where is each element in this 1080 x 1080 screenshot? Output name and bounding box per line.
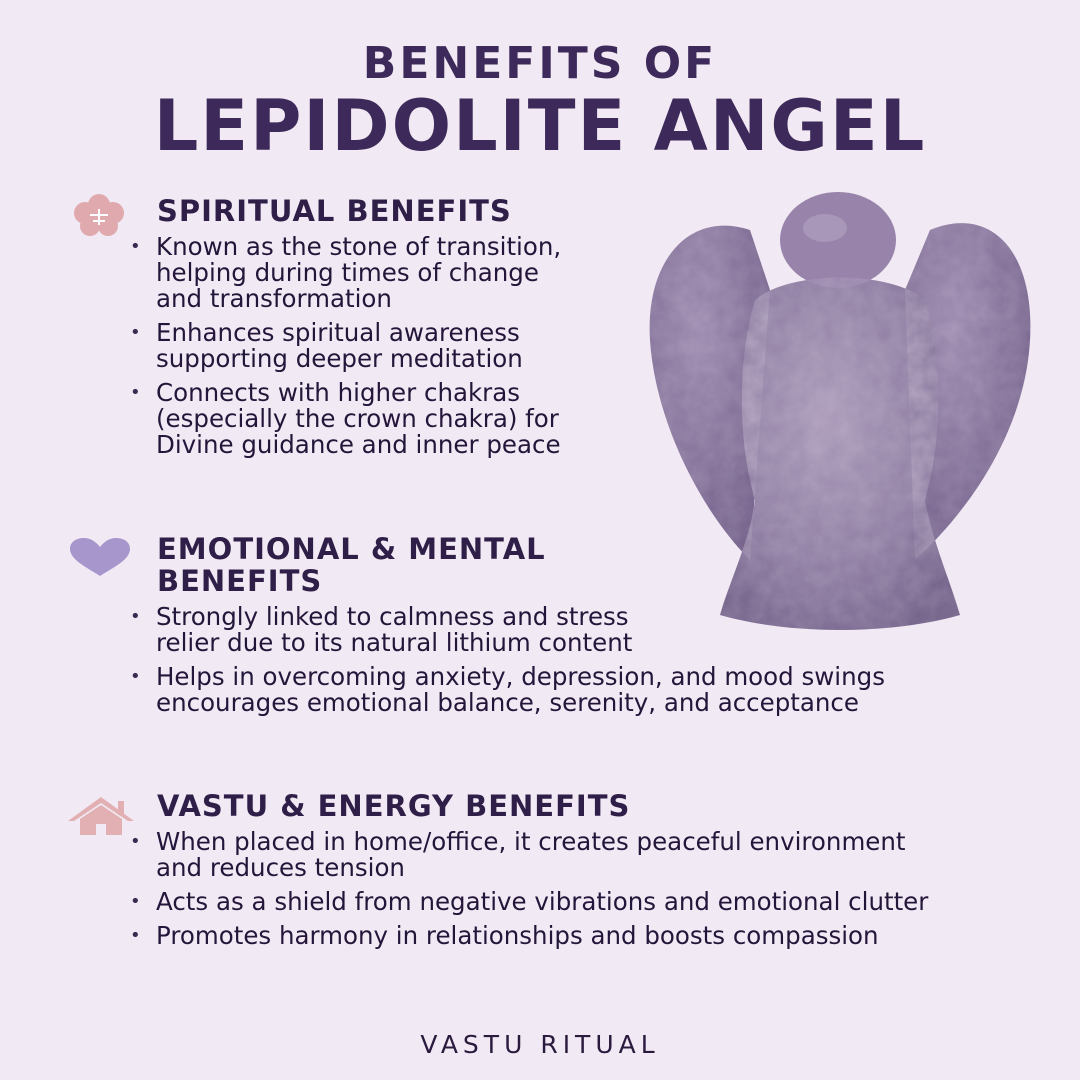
lepidolite-angel-image bbox=[640, 190, 1040, 654]
section-heading-line-2: BENEFITS bbox=[157, 564, 323, 598]
section-heading: SPIRITUAL BENEFITS bbox=[157, 194, 512, 228]
title-line-2: LEPIDOLITE ANGEL bbox=[153, 85, 927, 167]
bullet-item: When placed in home/office, it creates p… bbox=[128, 829, 948, 881]
bullet-list: Strongly linked to calmness and stress r… bbox=[128, 604, 885, 724]
bullet-item: Connects with higher chakras (especially… bbox=[128, 380, 568, 458]
bullet-item: Acts as a shield from negative vibration… bbox=[128, 889, 948, 916]
section-heading: VASTU & ENERGY BENEFITS bbox=[157, 789, 631, 823]
footer-brand: VASTU RITUAL bbox=[420, 1030, 660, 1059]
bullet-item: Strongly linked to calmness and stress r… bbox=[128, 604, 656, 656]
bullet-item: Promotes harmony in relationships and bo… bbox=[128, 923, 948, 950]
bullet-list: When placed in home/office, it creates p… bbox=[128, 829, 948, 957]
flower-icon bbox=[66, 193, 132, 241]
bullet-item: Helps in overcoming anxiety, depression,… bbox=[128, 664, 986, 716]
bullet-item: Known as the stone of transition, helpin… bbox=[128, 234, 568, 312]
bullet-list: Known as the stone of transition, helpin… bbox=[128, 234, 568, 466]
bullet-item: Enhances spiritual awareness supporting … bbox=[128, 320, 568, 372]
heart-icon bbox=[68, 538, 132, 582]
section-heading-line-1: EMOTIONAL & MENTAL bbox=[157, 532, 546, 566]
house-icon bbox=[66, 795, 136, 839]
title-line-1: BENEFITS OF bbox=[362, 38, 718, 89]
